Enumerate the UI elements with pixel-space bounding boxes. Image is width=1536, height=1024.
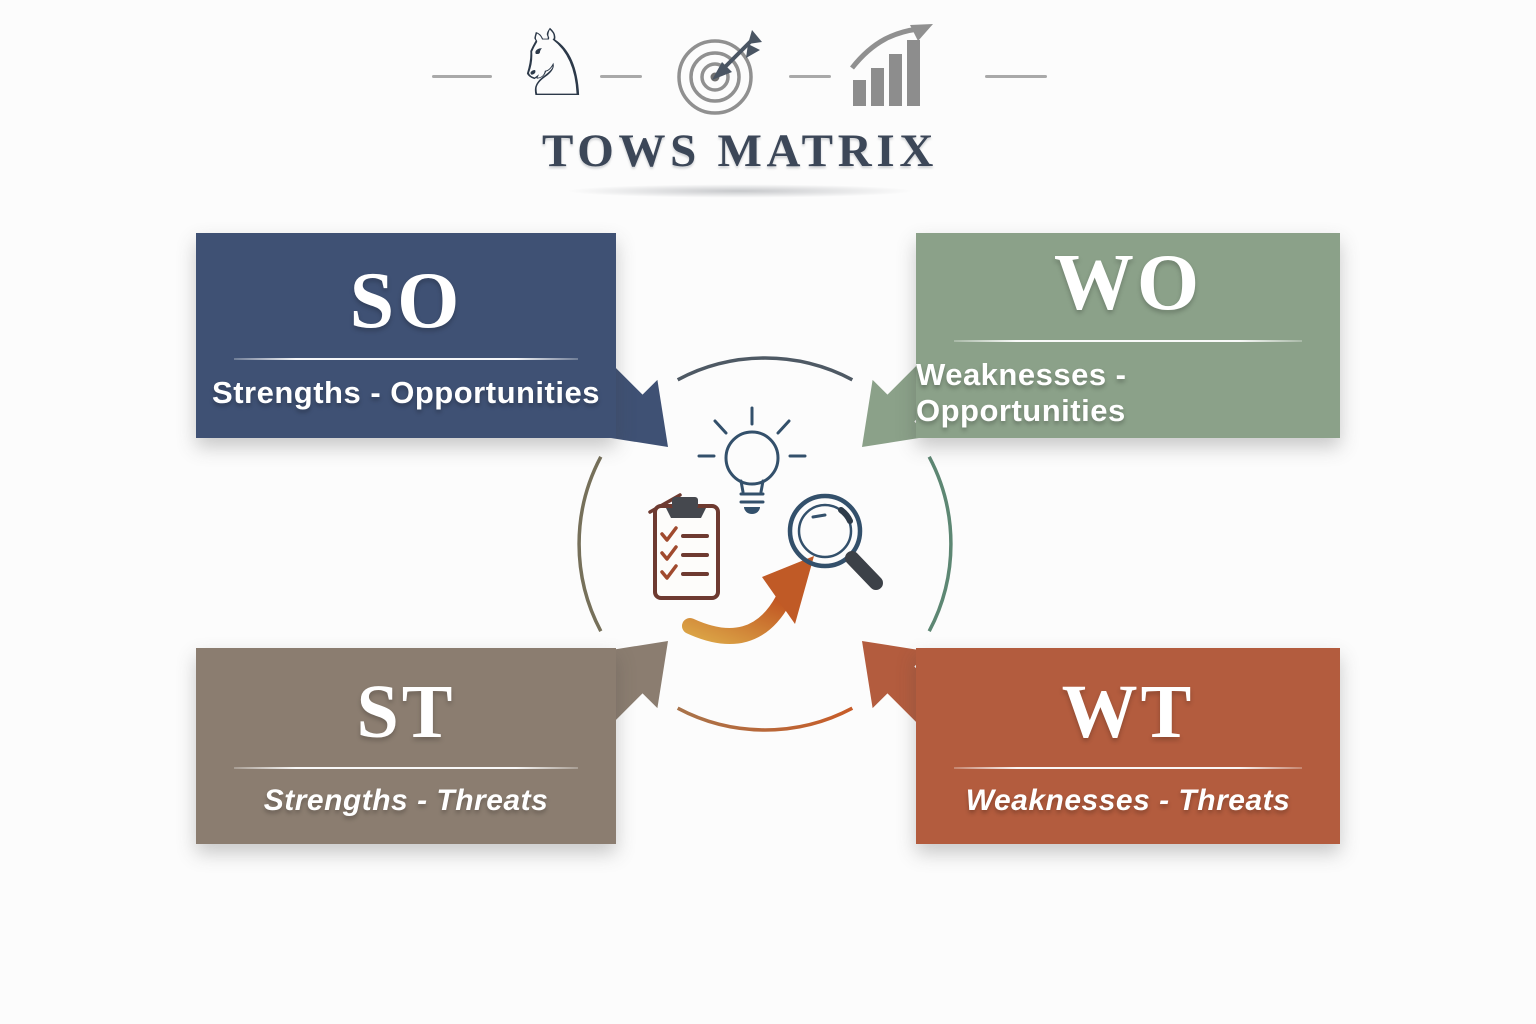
quadrant-st-box: ST Strengths - Threats bbox=[196, 648, 616, 844]
quadrant-divider bbox=[233, 767, 579, 769]
arc-bottom bbox=[676, 706, 854, 732]
quadrant-abbr: WO bbox=[1053, 238, 1203, 327]
quadrant-divider bbox=[233, 357, 579, 360]
quadrant-label: Weaknesses - Threats bbox=[965, 784, 1291, 817]
quadrant-abbr: ST bbox=[356, 670, 456, 754]
divider-dash bbox=[600, 75, 642, 78]
arc-top bbox=[676, 356, 854, 382]
target-arrow-icon bbox=[677, 30, 762, 115]
divider-dash bbox=[789, 75, 831, 78]
divider-dash bbox=[985, 75, 1047, 78]
quadrant-label: Strengths - Opportunities bbox=[212, 374, 600, 410]
growth-chart-icon bbox=[850, 24, 933, 106]
quadrant-wo-box: WO Weaknesses - Opportunities bbox=[916, 233, 1340, 438]
quadrant-divider bbox=[954, 767, 1302, 769]
chess-knight-icon: ♘ bbox=[511, 10, 595, 117]
quadrant-wt-box: WT Weaknesses - Threats bbox=[916, 648, 1340, 844]
growth-swoosh-arrow-icon bbox=[682, 556, 814, 644]
quadrant-abbr: WT bbox=[1061, 670, 1195, 754]
title-shadow bbox=[560, 184, 920, 198]
quadrant-divider bbox=[954, 339, 1302, 342]
lightbulb-icon bbox=[697, 406, 807, 514]
checklist-clipboard-icon bbox=[648, 493, 720, 600]
magnifier-icon bbox=[787, 493, 883, 590]
divider-dash bbox=[432, 75, 492, 78]
arc-right bbox=[927, 455, 953, 633]
arc-left bbox=[577, 455, 603, 633]
quadrant-label: Weaknesses - Opportunities bbox=[916, 356, 1127, 428]
quadrant-label: Strengths - Threats bbox=[263, 784, 549, 817]
quadrant-abbr: SO bbox=[349, 256, 463, 345]
quadrant-so-box: SO Strengths - Opportunities bbox=[196, 233, 616, 438]
page-title: TOWS MATRIX bbox=[542, 125, 938, 177]
circle-arcs bbox=[577, 356, 953, 732]
